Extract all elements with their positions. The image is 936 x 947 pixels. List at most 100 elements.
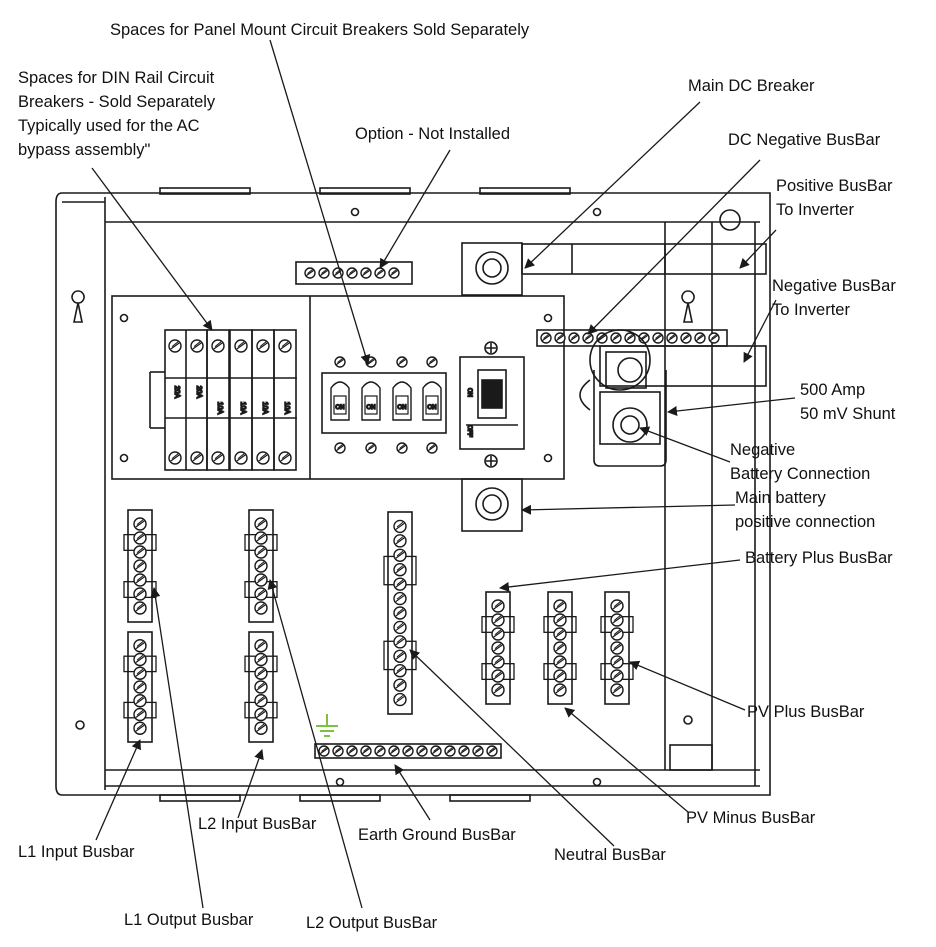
main-breaker-on-mark: ON xyxy=(466,388,472,397)
pv-minus-busbar xyxy=(543,591,577,705)
label-option-not-installed: Option - Not Installed xyxy=(355,125,510,143)
panel-breaker-group xyxy=(321,372,447,434)
leader-din-breakers xyxy=(91,167,213,331)
label-l1-input-busbar: L1 Input Busbar xyxy=(18,843,135,861)
din-breaker-rating: 20A xyxy=(173,386,180,399)
l2-input-busbar xyxy=(244,631,278,743)
screw-terminal xyxy=(610,641,624,655)
screw-terminal xyxy=(610,655,624,669)
screw-terminal xyxy=(393,577,407,591)
label-earth-ground-busbar: Earth Ground BusBar xyxy=(358,826,516,844)
screw-terminal xyxy=(610,627,624,641)
screw-terminal xyxy=(278,339,292,353)
label-pv-plus-busbar: PV Plus BusBar xyxy=(747,703,865,721)
screw-terminal xyxy=(540,332,552,344)
screw-terminal xyxy=(332,267,344,279)
screw-terminal xyxy=(388,267,400,279)
screw-terminal xyxy=(491,641,505,655)
screw-terminal xyxy=(211,339,225,353)
screw-terminal xyxy=(133,545,147,559)
screw-terminal xyxy=(256,339,270,353)
screw-terminal xyxy=(393,620,407,635)
screw-terminal xyxy=(553,669,567,683)
din-breaker-rating: 10A xyxy=(283,402,290,415)
screw-terminal xyxy=(332,745,344,757)
screw-terminal xyxy=(472,745,484,757)
screw-terminal xyxy=(133,573,147,587)
screw-terminal xyxy=(168,451,182,465)
screw-terminal xyxy=(610,599,624,613)
din-breaker-single xyxy=(273,329,297,471)
screw-terminal xyxy=(133,721,147,735)
label-pv-minus-busbar: PV Minus BusBar xyxy=(686,809,816,827)
screw-terminal xyxy=(254,587,268,601)
screw-terminal xyxy=(610,683,624,697)
screw-terminal xyxy=(393,534,407,548)
main-breaker-top-terminal xyxy=(461,242,523,296)
leader-main-battery-positive xyxy=(521,504,736,515)
screw-terminal xyxy=(254,652,268,667)
screw-terminal xyxy=(133,531,147,545)
label-battery-plus-busbar: Battery Plus BusBar xyxy=(745,549,893,567)
label-negative-busbar-inverter: Negative BusBar To Inverter xyxy=(772,277,896,319)
label-neutral-busbar: Neutral BusBar xyxy=(554,846,666,864)
label-positive-busbar-inverter: Positive BusBar To Inverter xyxy=(776,177,893,219)
screw-terminal xyxy=(254,680,268,694)
label-main-dc-breaker: Main DC Breaker xyxy=(688,77,815,95)
screw-terminal xyxy=(278,451,292,465)
screw-terminal xyxy=(318,745,330,757)
din-breaker-single xyxy=(206,329,230,471)
label-main-battery-positive: Main battery positive connection xyxy=(735,489,876,531)
neutral-busbar xyxy=(383,511,417,715)
screw-terminal xyxy=(190,339,204,353)
screw-terminal xyxy=(426,442,438,454)
label-l2-input-busbar: L2 Input BusBar xyxy=(198,815,317,833)
positive-busbar-inverter xyxy=(521,243,767,275)
screw-terminal xyxy=(491,613,505,627)
main-breaker-bottom-terminal xyxy=(461,478,523,532)
screw-terminal xyxy=(393,563,407,577)
screw-terminal xyxy=(133,559,147,573)
screw-terminal xyxy=(393,678,407,692)
screw-terminal xyxy=(346,267,358,279)
panel-breaker: ON xyxy=(392,356,412,454)
screw-terminal xyxy=(610,613,624,627)
leader-main-dc-breaker xyxy=(524,101,701,269)
screw-terminal xyxy=(254,666,268,680)
screw-terminal xyxy=(168,339,182,353)
label-l2-output-busbar: L2 Output BusBar xyxy=(306,914,438,932)
screw-terminal xyxy=(360,745,372,757)
screw-terminal xyxy=(680,332,692,344)
leader-negative-battery xyxy=(639,426,731,463)
panel-breaker: ON xyxy=(422,356,442,454)
panel-breaker-mark: ON xyxy=(398,405,407,411)
screw-terminal xyxy=(486,745,498,757)
screw-terminal xyxy=(133,680,147,694)
shunt xyxy=(593,370,667,467)
screw-terminal xyxy=(553,683,567,697)
screw-terminal xyxy=(491,655,505,669)
screw-terminal xyxy=(133,652,147,667)
screw-terminal xyxy=(491,599,505,613)
screw-terminal xyxy=(133,601,147,615)
din-breaker-rating: 10A xyxy=(216,402,223,415)
leader-l2-input xyxy=(237,749,264,819)
screw-terminal xyxy=(708,332,720,344)
screw-terminal xyxy=(334,356,346,368)
leader-dc-negative xyxy=(587,159,761,335)
screw-terminal xyxy=(582,332,594,344)
screw-terminal xyxy=(396,356,408,368)
screw-terminal xyxy=(491,627,505,641)
din-breaker-rating: 10A xyxy=(239,402,246,415)
leader-l2-output xyxy=(267,579,363,909)
leader-battery-plus xyxy=(499,559,741,592)
screw-terminal xyxy=(553,599,567,613)
screw-terminal xyxy=(393,591,407,606)
leader-l1-input xyxy=(95,739,141,841)
main-breaker-off-mark: OFF xyxy=(466,425,472,437)
screw-terminal xyxy=(234,339,248,353)
screw-terminal xyxy=(430,745,442,757)
screw-terminal xyxy=(254,559,268,573)
